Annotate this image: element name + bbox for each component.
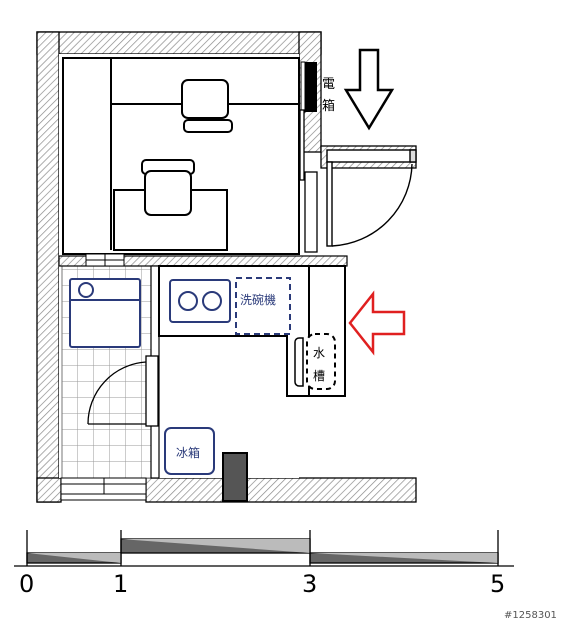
entry-door [326,149,417,247]
sliding-door [299,109,318,253]
electric-box [300,61,317,113]
sink-label-1: 水 [313,346,325,360]
dishwasher [235,277,291,335]
entry-arrow-down [343,48,395,131]
washing-machine [69,278,141,348]
watermark: #1258301 [504,610,557,621]
chair-upper [181,79,233,133]
sink-label-2: 槽 [313,369,325,383]
chair-lower [141,159,195,216]
sink [306,333,336,390]
bath-window-bottom [60,477,147,501]
structural-column [222,452,248,502]
scale-tick-1: 1 [113,570,128,598]
scale-bar [14,530,514,567]
bath-window-top [85,253,125,267]
electric-box-label-2: 箱 [322,98,335,114]
sink-basin [294,337,304,387]
dishwasher-label: 洗碗機 [240,292,276,307]
electric-box-label-1: 電 [322,77,335,92]
fridge-label: 冰箱 [176,445,200,460]
scale-tick-0: 0 [19,570,34,598]
fridge [164,427,215,475]
stove [169,279,231,323]
window-arrow-left [348,290,406,356]
scale-tick-3: 3 [302,570,317,598]
scale-tick-5: 5 [490,570,505,598]
bathroom-door [87,355,159,427]
